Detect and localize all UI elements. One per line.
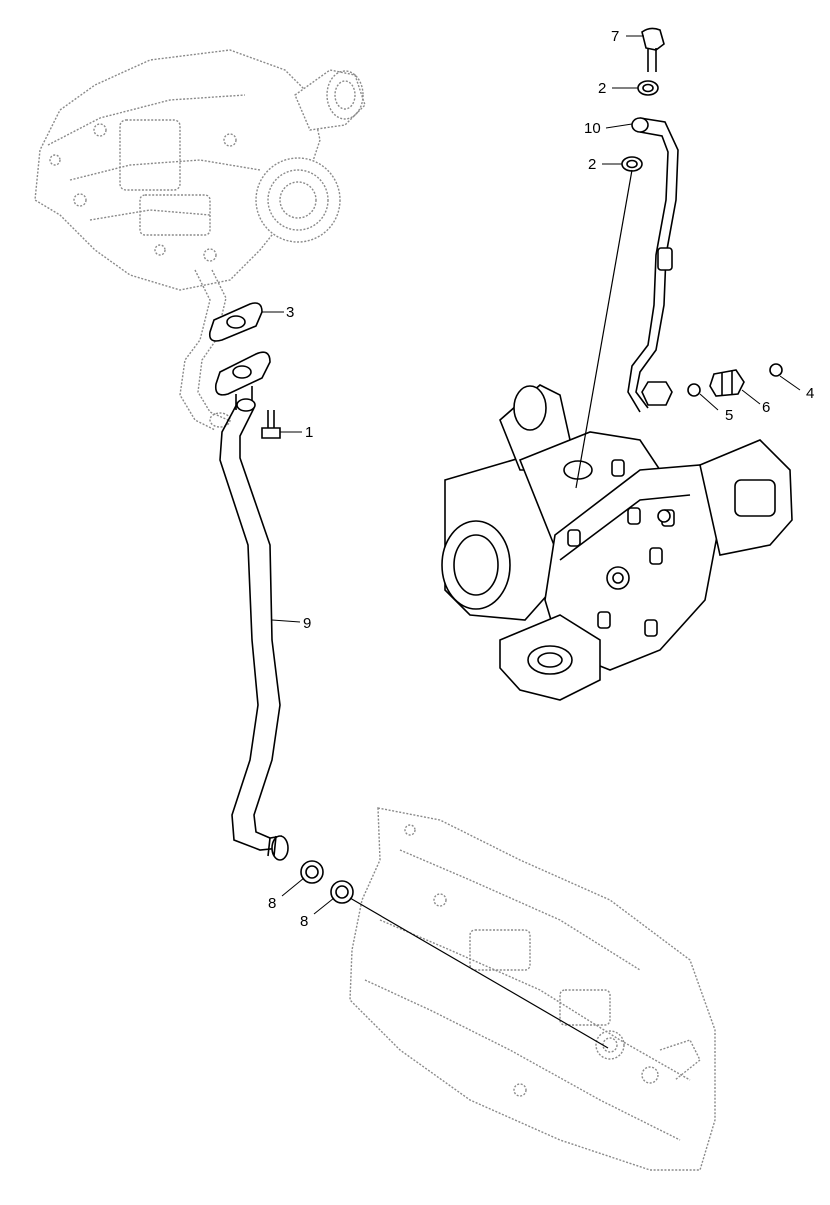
seal-ring-part-4 — [769, 363, 783, 377]
callout-9: 9 — [303, 615, 311, 632]
callout-8-left: 8 — [268, 895, 276, 912]
turbocharger-right — [441, 384, 793, 701]
banjo-bolt-part-7 — [641, 27, 665, 72]
washer-part-2b — [621, 156, 643, 172]
bolt-part-1 — [261, 410, 281, 439]
seal-ring-part-5 — [687, 383, 701, 397]
callout-6: 6 — [762, 399, 770, 416]
oil-drain-pipe-part-9 — [219, 398, 289, 861]
o-ring-part-8b — [330, 880, 354, 904]
callout-7: 7 — [611, 28, 619, 45]
leader-lines — [262, 35, 801, 915]
callout-1: 1 — [305, 424, 313, 441]
callout-10: 10 — [584, 120, 601, 137]
callout-5: 5 — [725, 407, 733, 424]
gasket-part-3 — [208, 302, 263, 342]
o-ring-part-8a — [300, 860, 324, 884]
callout-2-lower: 2 — [588, 156, 596, 173]
callout-3: 3 — [286, 304, 294, 321]
engine-block-bottom — [349, 807, 716, 1171]
callout-2-upper: 2 — [598, 80, 606, 97]
assembly-guide-lines — [349, 169, 633, 1049]
callout-labels: 7 2 10 2 3 1 4 5 6 9 8 8 — [268, 28, 814, 930]
turbocharger-top-left — [34, 49, 366, 431]
washer-part-2a — [637, 80, 659, 96]
oil-feed-pipe-part-10 — [627, 117, 679, 413]
callout-8-right: 8 — [300, 913, 308, 930]
adapter-part-6 — [709, 369, 745, 397]
callout-4: 4 — [806, 385, 814, 402]
